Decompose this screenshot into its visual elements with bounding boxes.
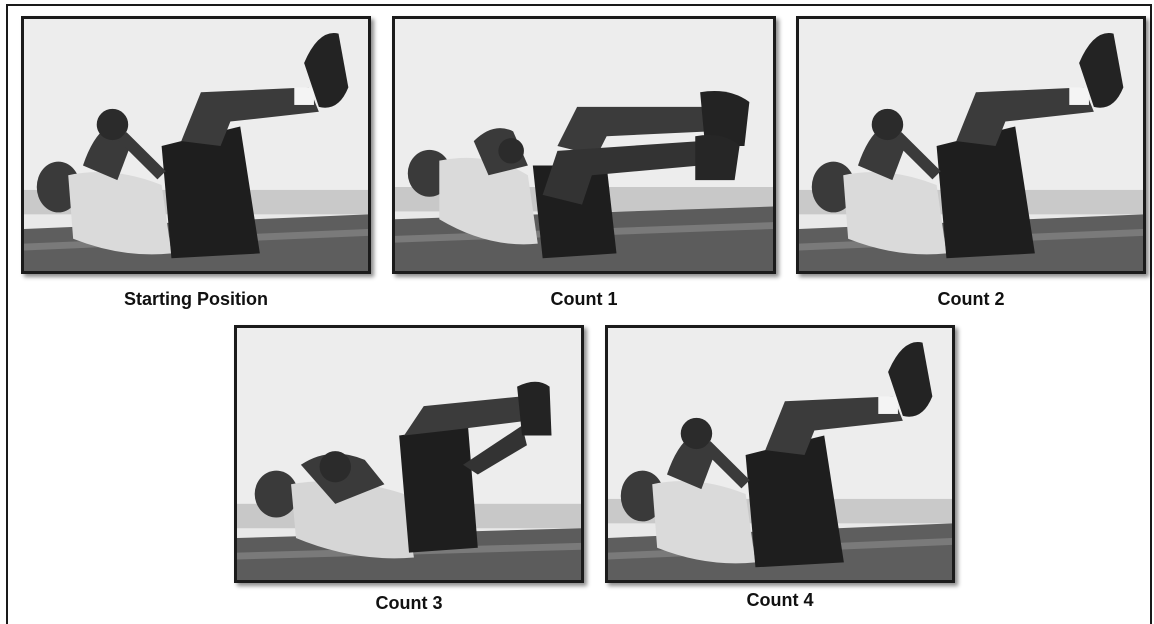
photo-count-2 xyxy=(796,16,1146,274)
exercise-figure-count-1 xyxy=(395,19,773,271)
photo-count-1 xyxy=(392,16,776,274)
caption-count-2: Count 2 xyxy=(796,289,1146,310)
exercise-figure-count-2 xyxy=(799,19,1143,271)
caption-starting-position: Starting Position xyxy=(21,289,371,310)
photo-starting-position xyxy=(21,16,371,274)
caption-count-4: Count 4 xyxy=(605,590,955,611)
caption-count-3: Count 3 xyxy=(234,593,584,614)
caption-count-1: Count 1 xyxy=(392,289,776,310)
exercise-figure-count-4 xyxy=(608,328,952,580)
photo-count-3 xyxy=(234,325,584,583)
photo-count-4 xyxy=(605,325,955,583)
exercise-figure-starting xyxy=(24,19,368,271)
exercise-figure-count-3 xyxy=(237,328,581,580)
